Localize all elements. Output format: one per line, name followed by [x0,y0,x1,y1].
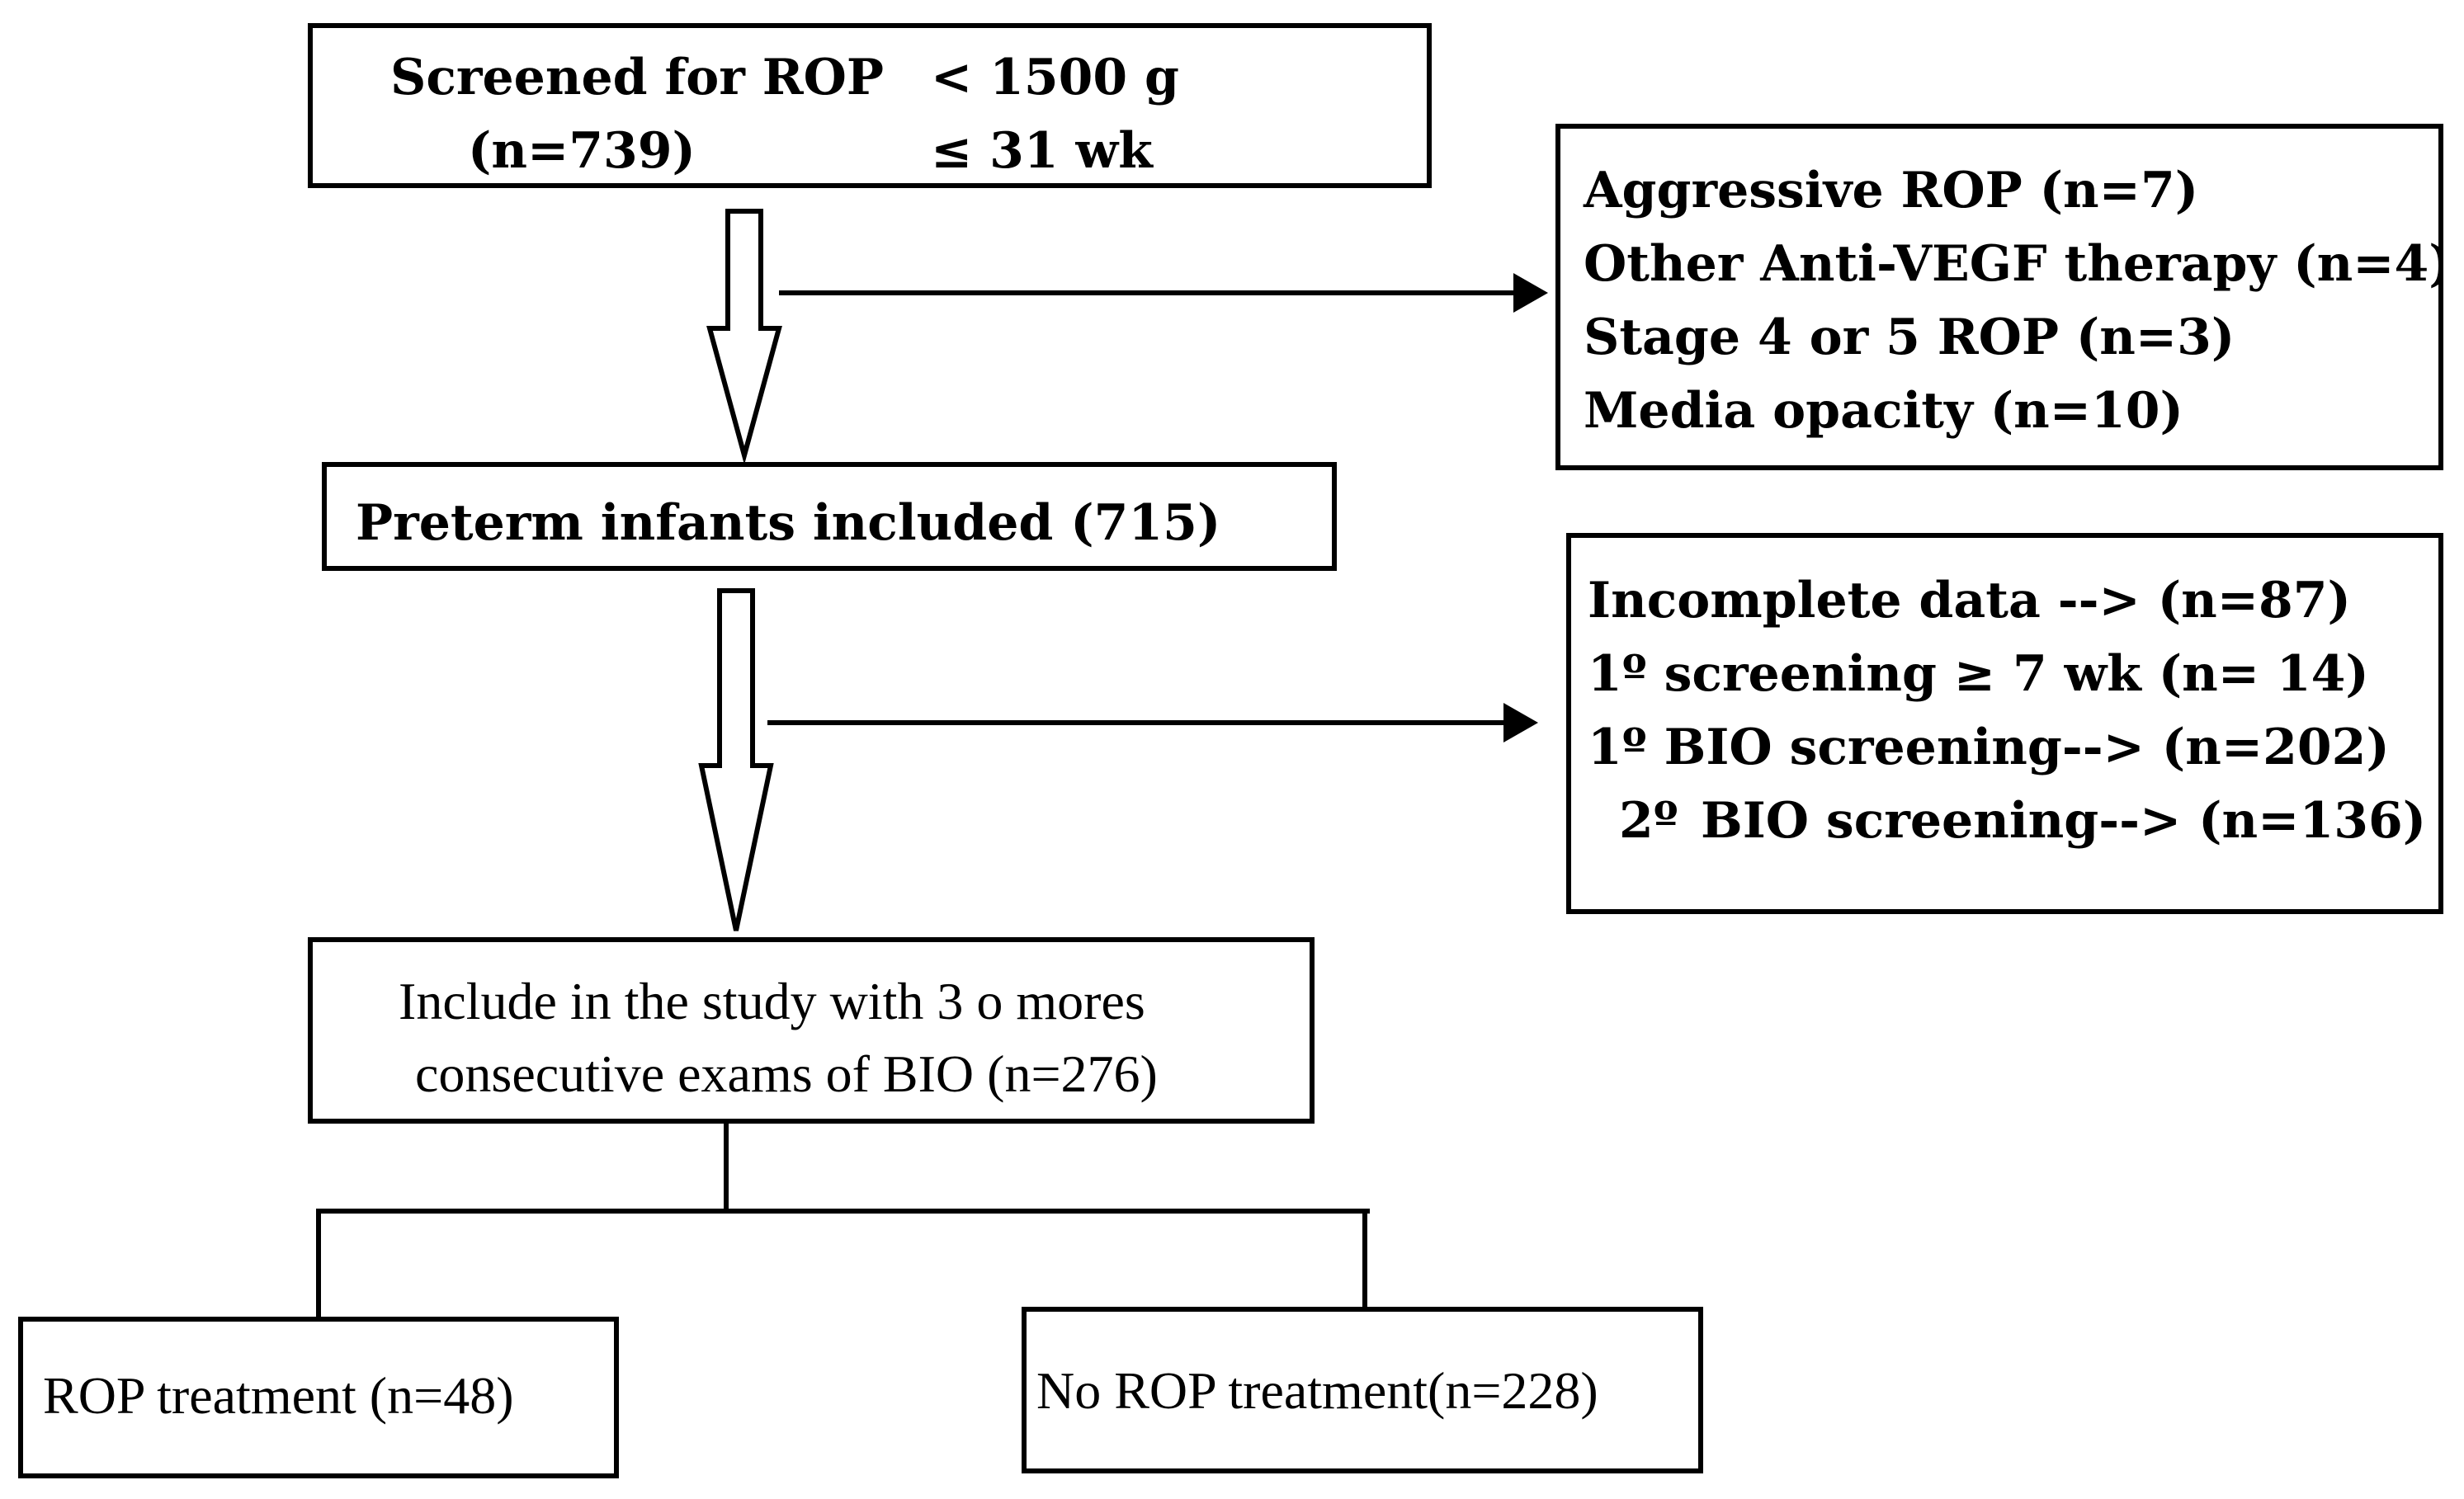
side-arrow-2-head [1503,703,1538,742]
study-box: Include in the study with 3 o mores cons… [308,937,1315,1124]
study-line-1: Include in the study with 3 o mores [399,972,1145,1030]
exclusion-stage-4-5: Stage 4 or 5 ROP (n=3) [1584,309,2235,366]
exclusion-first-bio: 1º BIO screening--> (n=202) [1588,719,2390,776]
exclusion-incomplete-data: Incomplete data --> (n=87) [1588,572,2351,629]
exclusion-second-bio: BIO screening--> (n=136) [1701,792,2427,850]
exclusions-box-1: Aggressive ROP (n=7) Other Anti-VEGF the… [1555,124,2443,470]
weight-criterion: < 1500 g [931,49,1179,106]
exclusion-media-opacity: Media opacity (n=10) [1584,382,2183,440]
rop-treatment-label: ROP treatment (n=48) [43,1366,514,1425]
age-criterion: ≤ 31 wk [931,122,1153,180]
exclusion-second-bio-prefix: 2º [1619,792,1678,850]
exclusion-aggressive-rop: Aggressive ROP (n=7) [1584,162,2199,219]
no-rop-treatment-label: No ROP treatment(n=228) [1036,1361,1598,1420]
exclusions-box-2: Incomplete data --> (n=87) 1º screening … [1566,533,2443,914]
included-box: Preterm infants included (715) [322,462,1337,571]
screened-label: Screened for ROP [390,49,885,106]
branch-connector [316,1124,1370,1320]
exclusion-anti-vegf: Other Anti-VEGF therapy (n=4) [1584,235,2438,293]
no-rop-treatment-box: No ROP treatment(n=228) [1022,1307,1703,1473]
screened-box: Screened for ROP (n=739) < 1500 g ≤ 31 w… [308,23,1432,188]
rop-treatment-box: ROP treatment (n=48) [18,1317,619,1478]
screened-count: (n=739) [468,122,696,180]
included-label: Preterm infants included (715) [356,494,1221,552]
down-arrow-1 [706,209,782,465]
down-arrow-2 [698,588,774,931]
study-line-2: consecutive exams of BIO (n=276) [415,1044,1158,1103]
exclusions-box-1-clip: Aggressive ROP (n=7) Other Anti-VEGF the… [1560,129,2438,441]
side-arrow-1-head [1513,273,1548,313]
exclusion-late-screening: 1º screening ≥ 7 wk (n= 14) [1588,645,2369,703]
